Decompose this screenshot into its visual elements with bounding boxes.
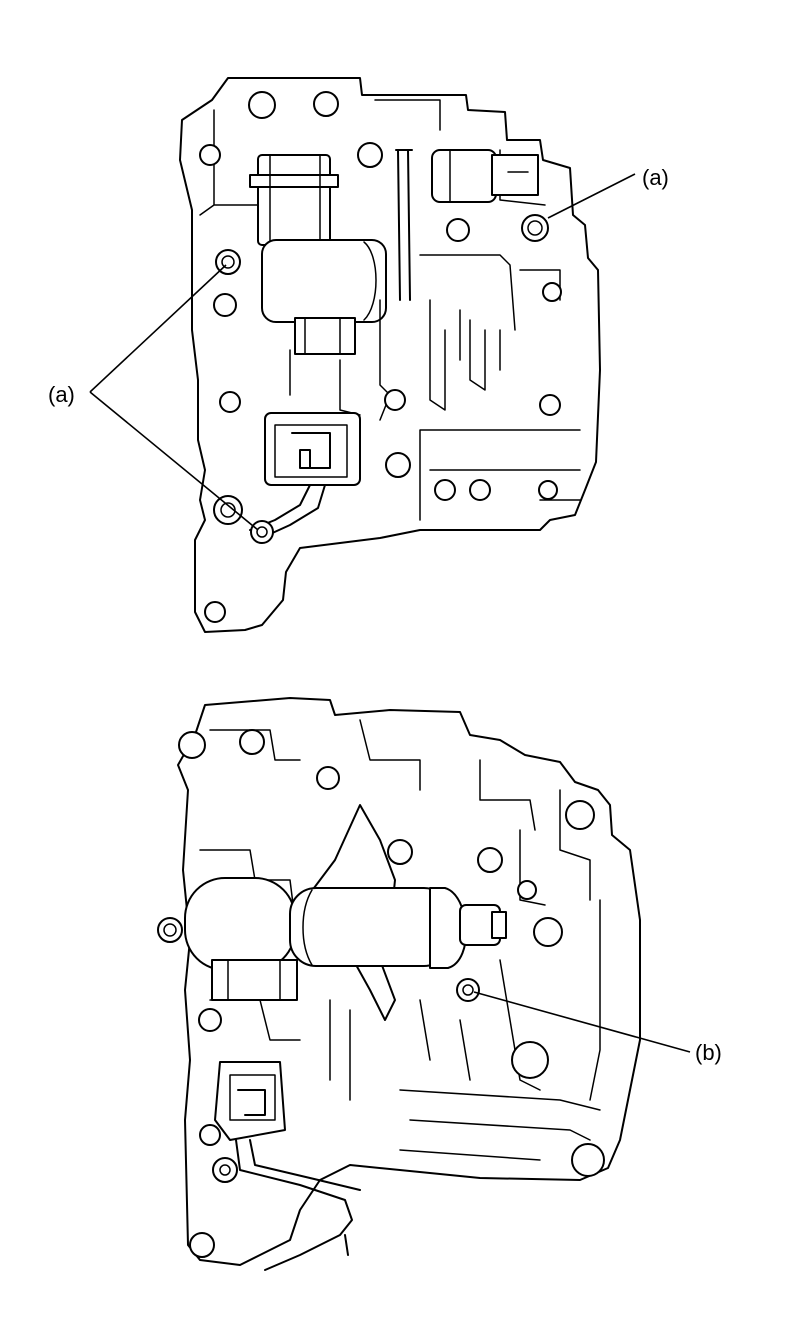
leader-b xyxy=(473,991,691,1053)
lower-left-solenoid xyxy=(184,877,298,1001)
lower-body-outline xyxy=(177,697,641,1266)
label-a-top-right: (a) xyxy=(642,165,669,190)
upper-connector xyxy=(264,412,361,486)
lower-harness xyxy=(235,1139,361,1271)
upper-bolts xyxy=(199,91,562,623)
lower-bolts xyxy=(157,729,605,1258)
leader-a-left-upper xyxy=(89,264,227,393)
upper-right-solenoid xyxy=(431,149,539,203)
label-a-left: (a) xyxy=(48,382,75,407)
lower-connector xyxy=(214,1061,286,1141)
upper-spool-passages xyxy=(289,254,581,521)
upper-valve-body-view: (a) (a) xyxy=(48,77,669,633)
bolt-b xyxy=(456,978,480,1002)
lower-body-inner-contours xyxy=(199,719,601,1161)
lower-center-solenoid xyxy=(289,887,507,969)
leader-a-top-right xyxy=(547,173,636,219)
leader-a-left-lower xyxy=(89,391,259,531)
upper-body-outline xyxy=(179,77,601,633)
upper-rod xyxy=(395,149,413,301)
label-b: (b) xyxy=(695,1040,722,1065)
lower-valve-body-view: (b) xyxy=(157,697,722,1271)
upper-left-solenoid xyxy=(249,154,387,355)
